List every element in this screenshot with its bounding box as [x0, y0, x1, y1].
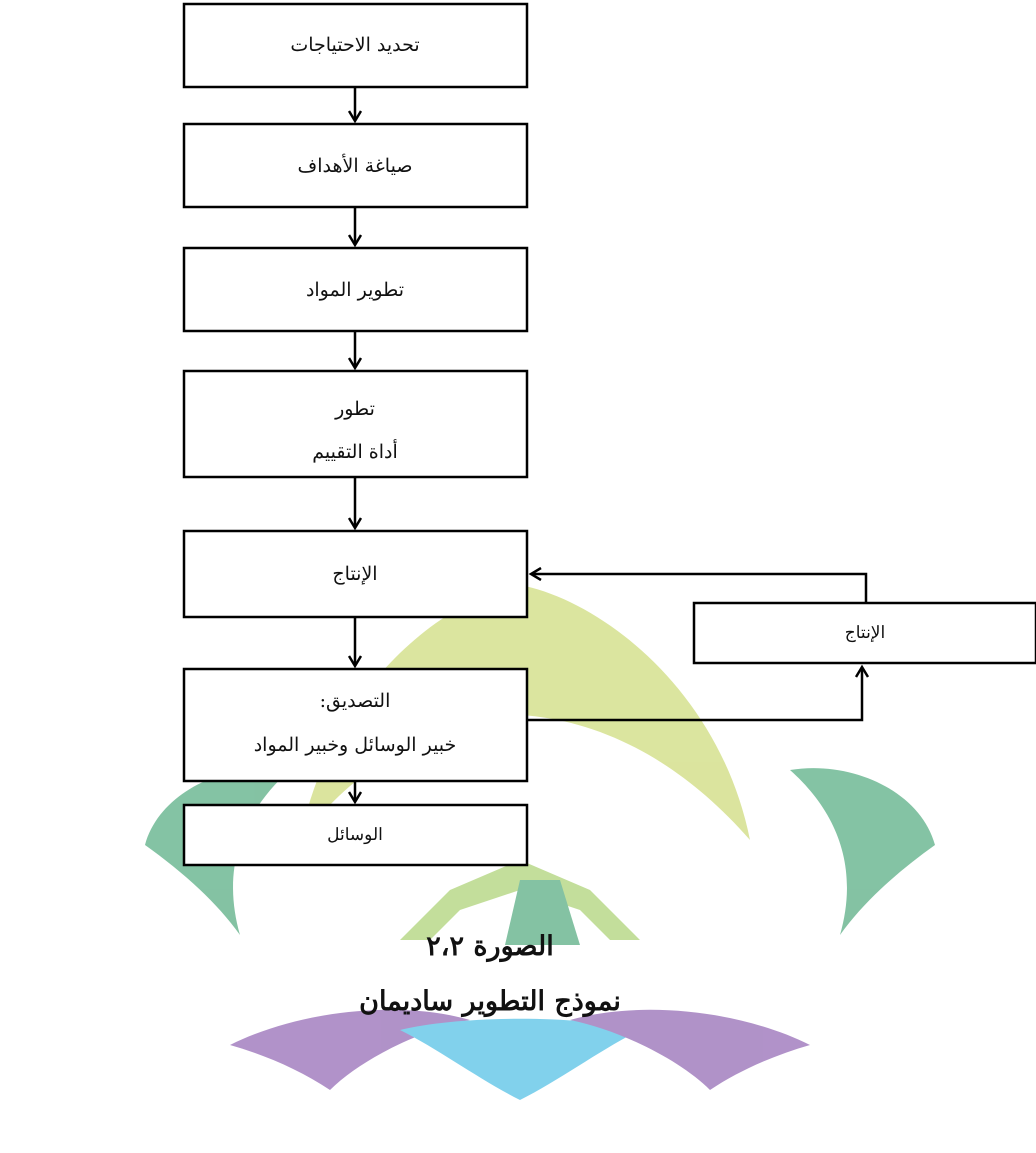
arrow-validation-to-revision: [527, 668, 862, 722]
box-objectives: [182, 122, 529, 209]
watermark-book-center: [400, 1018, 640, 1100]
arrow-revision-to-production: [532, 574, 868, 603]
box-revision: [692, 601, 1036, 665]
box-media: [182, 803, 529, 867]
watermark-center-block: [505, 880, 580, 945]
label-assessment-line1: تطور: [334, 398, 375, 420]
box-assessment: [182, 369, 529, 479]
label-validation-line1: التصديق:: [320, 690, 391, 712]
watermark-center-letters: [400, 860, 640, 940]
label-revision: الإنتاج: [845, 623, 885, 643]
box-materials: [182, 246, 529, 333]
watermark-right-leaf: [790, 768, 935, 935]
connectors: [355, 87, 866, 801]
label-assessment-line2: أداة التقييم: [312, 438, 398, 463]
label-validation-line2: خبير الوسائل وخبير المواد: [254, 734, 457, 756]
box-production: [182, 529, 529, 619]
box-labels: تحديد الاحتياجات صياغة الأهداف تطوير الم…: [254, 34, 886, 845]
label-production: الإنتاج: [332, 563, 377, 585]
box-validation: [182, 667, 529, 783]
label-media: الوسائل: [327, 825, 383, 845]
figure-caption: الصورة ٢،٢ نموذج التطوير ساديمان: [359, 931, 621, 1018]
figure-title: نموذج التطوير ساديمان: [359, 986, 621, 1018]
label-objectives: صياغة الأهداف: [298, 153, 413, 177]
process-boxes: [182, 2, 1036, 867]
label-needs: تحديد الاحتياجات: [290, 34, 419, 56]
watermark-book-right: [570, 1009, 810, 1090]
watermark-book-left: [230, 1009, 470, 1090]
figure-number: الصورة ٢،٢: [426, 931, 553, 963]
label-materials: تطوير المواد: [306, 279, 404, 301]
